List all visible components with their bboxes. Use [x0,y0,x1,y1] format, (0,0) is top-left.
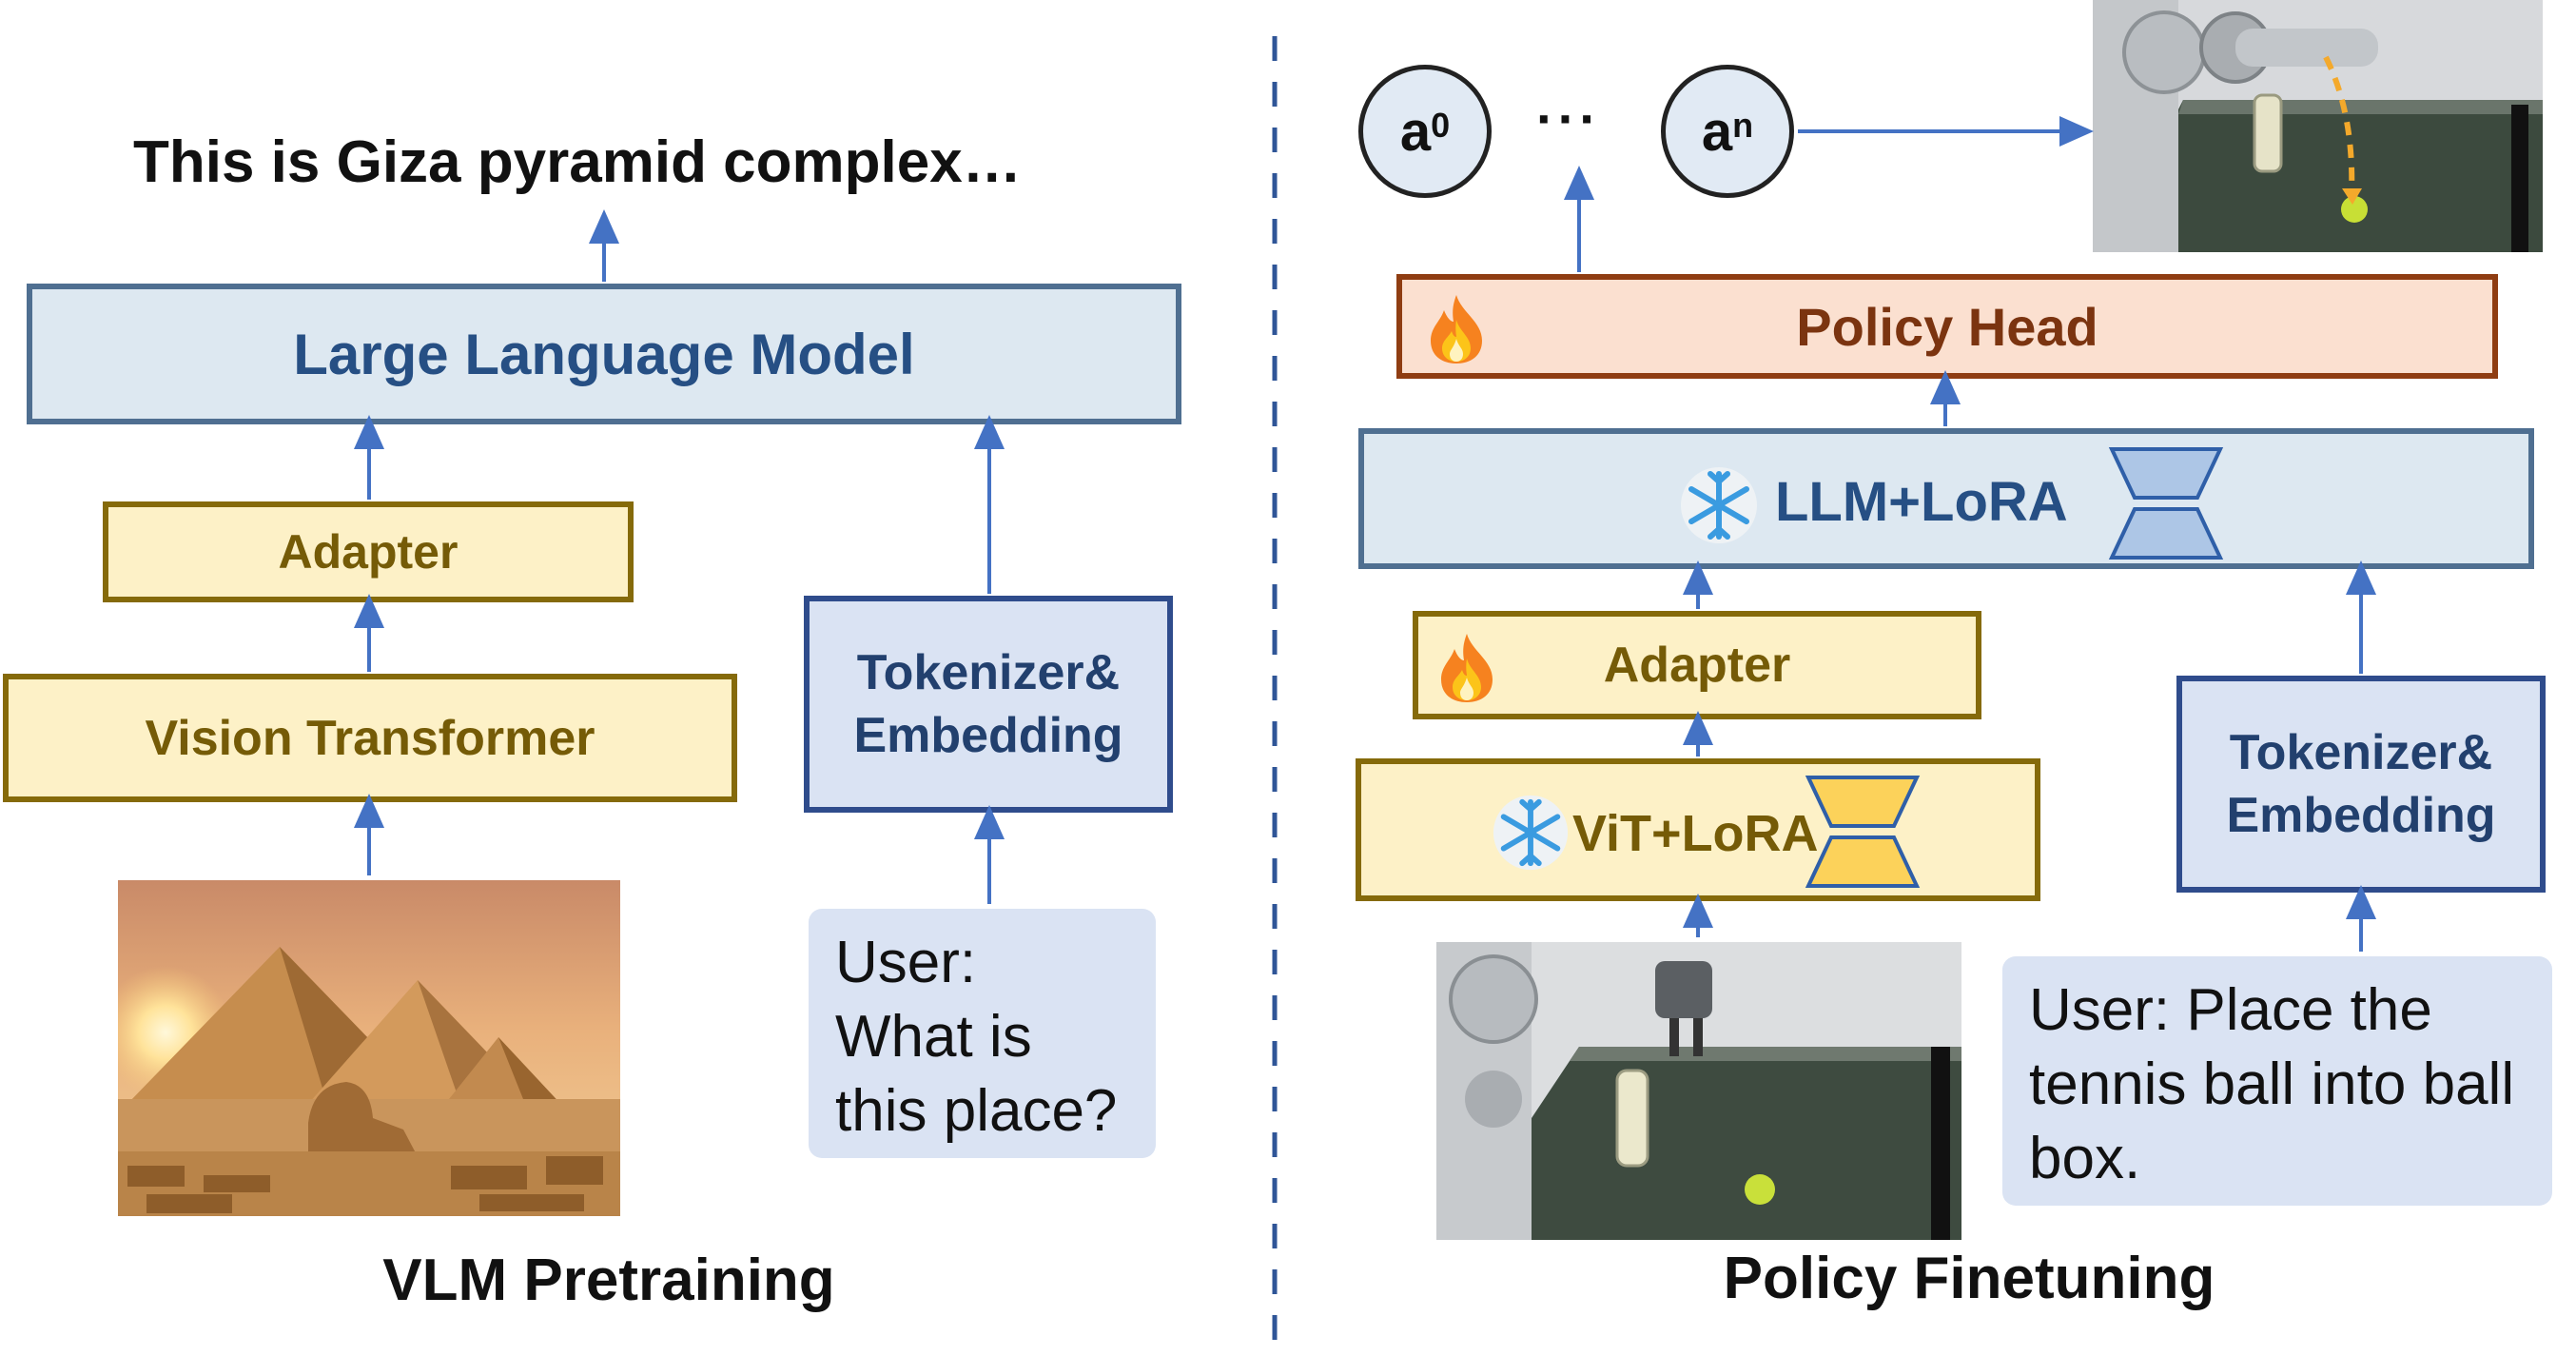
user-question-line-1: User: [835,930,977,995]
vit-lora-label: ViT+LoRA [1572,805,1819,862]
snowflake-icon [1491,793,1571,873]
llm-lora-box: LLM+LoRA [1358,428,2534,569]
lora-hourglass-icon [1805,774,1921,890]
user-instruction-line-1: User: Place the [2029,977,2432,1043]
action-token-a0-label: a [1399,100,1432,163]
action-token-a0-sup: 0 [1431,106,1451,145]
adapter-box: Adapter [103,501,634,602]
tokenizer-label-right: Tokenizer& [2229,725,2493,780]
policy-finetuning-caption: Policy Finetuning [1723,1246,2215,1311]
user-question-line-2: What is [835,1004,1032,1070]
action-token-an-sup: n [1732,106,1754,145]
adapter-trainable-label: Adapter [1603,638,1791,693]
robot-scene-image [1436,942,1961,1240]
snowflake-icon [1678,464,1760,546]
llm-output-text: This is Giza pyramid complex… [133,129,1022,195]
action-token-an-label: a [1701,100,1733,163]
tokenizer-embedding-box-right: Tokenizer& Embedding [2176,676,2546,893]
policy-head-label: Policy Head [1796,296,2098,357]
robot-execution-image [2093,0,2543,252]
user-instruction-bubble: User: Place the tennis ball into ball bo… [2002,956,2552,1206]
tokenizer-label: Tokenizer& [856,645,1121,700]
vision-transformer-label: Vision Transformer [145,710,595,766]
embedding-label: Embedding [853,708,1123,763]
large-language-model-box: Large Language Model [27,284,1181,424]
llm-lora-label: LLM+LoRA [1775,471,2068,533]
user-instruction-line-2: tennis ball into ball [2029,1051,2515,1117]
user-instruction-line-3: box. [2029,1126,2141,1191]
adapter-label: Adapter [278,525,459,579]
vit-lora-box: ViT+LoRA [1356,758,2040,901]
user-question-bubble: User: What is this place? [809,909,1156,1158]
fire-icon [1423,293,1490,365]
fire-icon [1434,632,1500,704]
vision-transformer-box: Vision Transformer [3,674,737,802]
giza-pyramids-image [118,880,620,1216]
large-language-model-label: Large Language Model [293,322,915,386]
tokenizer-embedding-box: Tokenizer& Embedding [804,596,1173,813]
vlm-pretraining-caption: VLM Pretraining [382,1248,835,1313]
lora-hourglass-icon [2108,445,2224,561]
adapter-trainable-box: Adapter [1413,611,1981,719]
policy-head-box: Policy Head [1396,274,2498,379]
robot-execution-drawing [2093,0,2543,252]
embedding-label-right: Embedding [2226,788,2496,843]
user-question-line-3: this place? [835,1078,1118,1144]
giza-pyramids-drawing [118,880,620,1216]
action-ellipsis: ··· [1536,88,1601,148]
robot-scene-drawing [1436,942,1961,1240]
